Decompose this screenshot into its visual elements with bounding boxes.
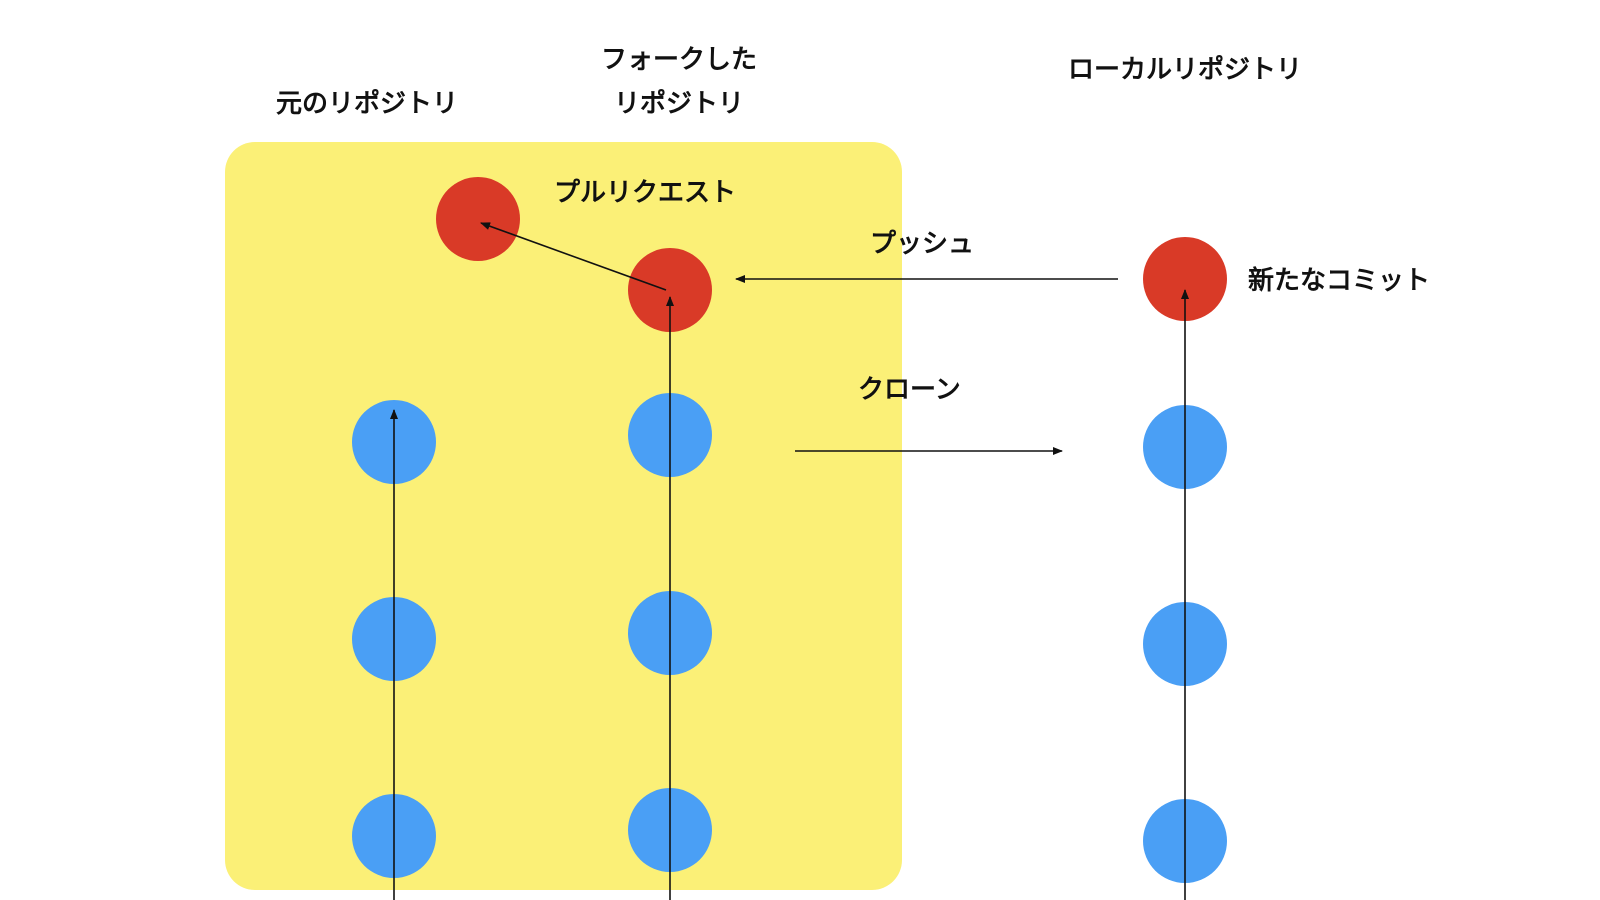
clone-label: クローン — [858, 375, 961, 405]
original-repo-label: 元のリポジトリ — [276, 88, 458, 119]
pull-request-label: プルリクエスト — [554, 178, 736, 208]
forked-commit-new — [628, 248, 712, 332]
original-commit-new — [436, 177, 520, 261]
push-label: プッシュ — [870, 229, 974, 259]
forked-repo-label-line2: リポジトリ — [614, 88, 744, 119]
local-repo-commits — [1143, 237, 1227, 883]
github-area — [225, 142, 902, 890]
local-repo-label: ローカルリポジトリ — [1068, 54, 1302, 85]
forked-repo-label-line1: フォークした — [601, 45, 757, 75]
local-commit-new — [1143, 237, 1227, 321]
new-commit-label: 新たなコミット — [1248, 265, 1430, 296]
pull-request-arrow — [480, 222, 667, 291]
